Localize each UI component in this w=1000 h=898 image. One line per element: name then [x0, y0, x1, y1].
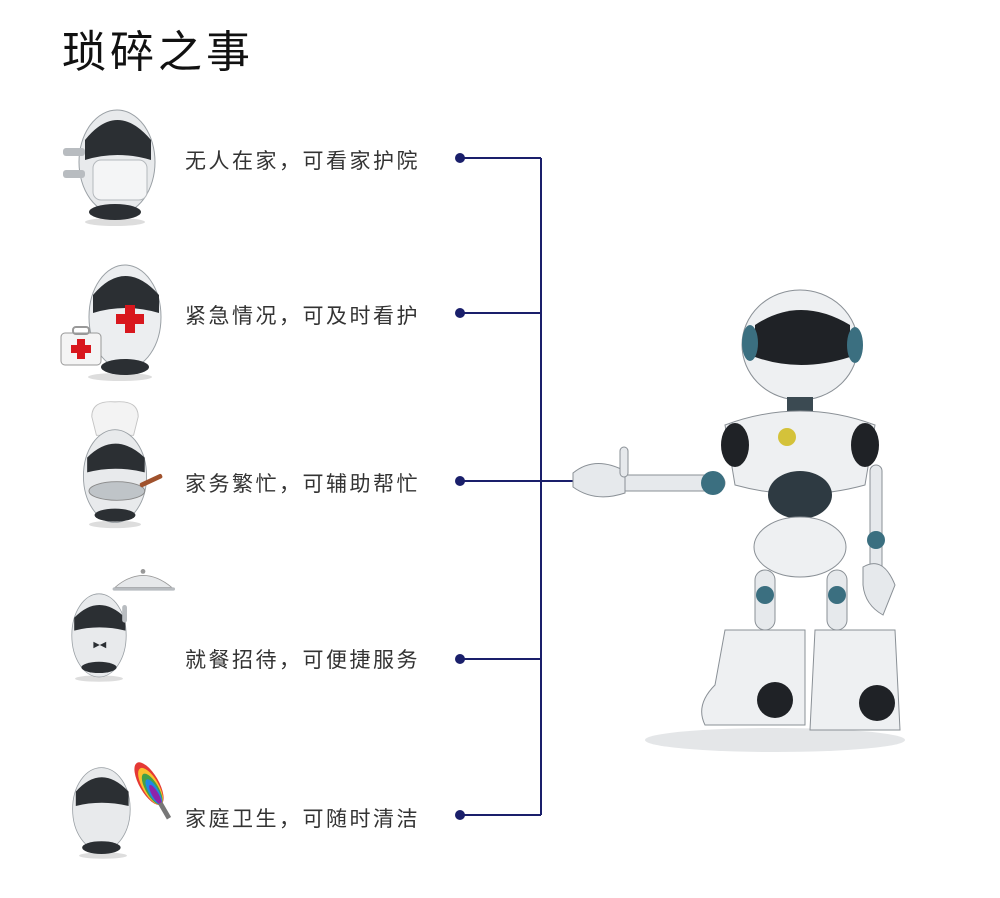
- item-label: 家务繁忙，可辅助帮忙: [185, 472, 420, 496]
- chef-robot-icon: [82, 401, 163, 529]
- connector-dot: [455, 153, 465, 163]
- list-item-housework: 家务繁忙，可辅助帮忙: [55, 400, 475, 530]
- item-label: 无人在家，可看家护院: [185, 149, 420, 173]
- cleaner-robot-icon: [72, 762, 172, 859]
- list-item-emergency: 紧急情况，可及时看护: [55, 255, 475, 385]
- list-item-home-guard: 无人在家，可看家护院: [55, 100, 475, 230]
- connector-dot: [455, 810, 465, 820]
- connector-dot: [455, 308, 465, 318]
- item-label: 家庭卫生，可随时清洁: [185, 807, 420, 831]
- waiter-robot-icon: [71, 569, 175, 682]
- connector-dot: [455, 476, 465, 486]
- connector-dot: [455, 654, 465, 664]
- list-item-cleaning: 家庭卫生，可随时清洁: [55, 745, 475, 875]
- robot-icon: [63, 109, 156, 226]
- list-item-dining: 就餐招待，可便捷服务: [55, 560, 475, 690]
- item-label: 就餐招待，可便捷服务: [185, 648, 420, 672]
- item-label: 紧急情况，可及时看护: [185, 304, 420, 328]
- presenter-robot-illustration: [572, 289, 905, 752]
- nurse-robot-icon: [60, 264, 162, 381]
- page-title: 琐碎之事: [62, 27, 254, 78]
